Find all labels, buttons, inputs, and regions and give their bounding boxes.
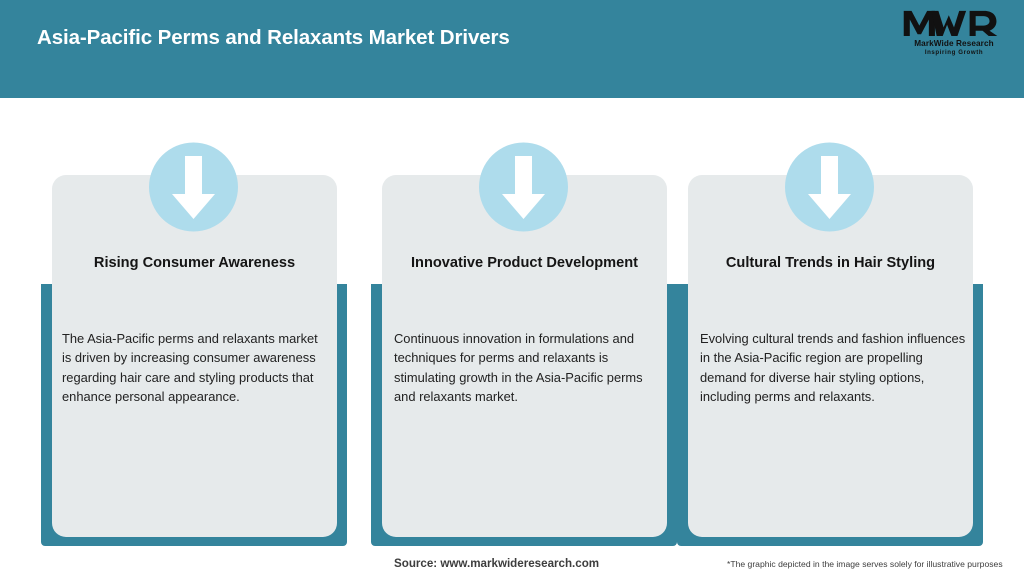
card-heading: Innovative Product Development — [410, 255, 639, 271]
down-arrow-icon — [479, 142, 568, 232]
disclaimer-note: *The graphic depicted in the image serve… — [727, 559, 1003, 569]
card-body-text: Evolving cultural trends and fashion inf… — [700, 331, 966, 404]
driver-card-3: Cultural Trends in Hair Styling Evolving… — [672, 98, 984, 576]
logo-tagline: Inspiring Growth — [924, 49, 984, 56]
page-title: Asia-Pacific Perms and Relaxants Market … — [37, 26, 510, 49]
driver-card-2: Innovative Product Development Continuou… — [366, 98, 678, 576]
card-panel: Rising Consumer Awareness The Asia-Pacif… — [52, 175, 337, 537]
source-label: Source: www.markwideresearch.com — [394, 557, 600, 570]
mwr-logo-icon — [902, 8, 1006, 38]
card-body-text: Continuous innovation in formulations an… — [394, 331, 643, 404]
card-heading: Cultural Trends in Hair Styling — [725, 255, 936, 271]
card-body-text: The Asia-Pacific perms and relaxants mar… — [62, 331, 318, 404]
down-arrow-icon — [149, 142, 238, 232]
brand-logo: MarkWide Research Inspiring Growth — [902, 8, 1006, 62]
card-panel: Innovative Product Development Continuou… — [382, 175, 667, 537]
header-bar: Asia-Pacific Perms and Relaxants Market … — [0, 0, 1024, 98]
driver-card-1: Rising Consumer Awareness The Asia-Pacif… — [36, 98, 348, 576]
card-heading: Rising Consumer Awareness — [93, 255, 296, 271]
down-arrow-icon — [785, 142, 874, 232]
drivers-card-group: Rising Consumer Awareness The Asia-Pacif… — [0, 98, 1024, 576]
card-panel: Cultural Trends in Hair Styling Evolving… — [688, 175, 973, 537]
logo-company-name: MarkWide Research — [914, 39, 994, 48]
